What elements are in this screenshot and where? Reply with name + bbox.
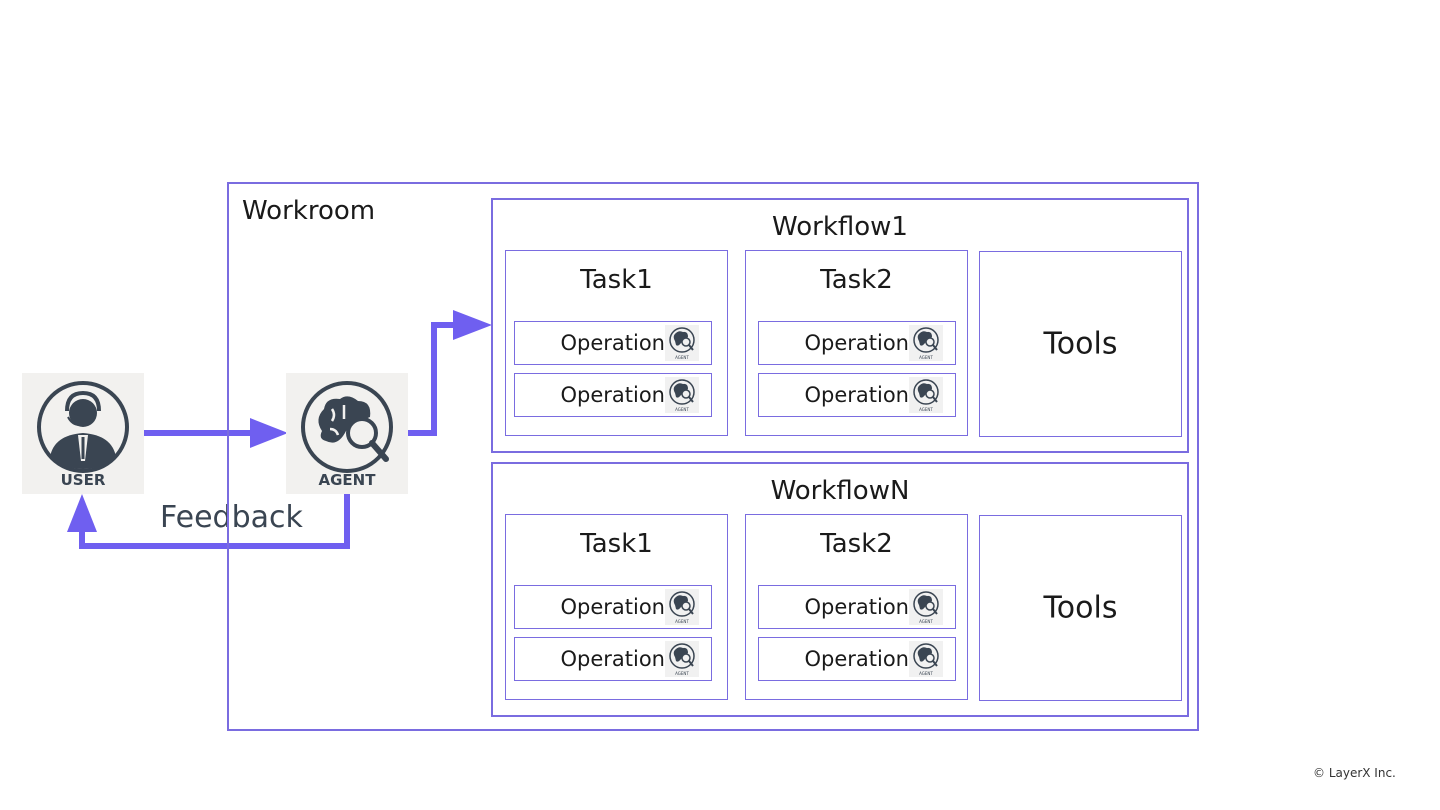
- tools-label: Tools: [1043, 326, 1118, 362]
- svg-text:AGENT: AGENT: [675, 407, 689, 412]
- user-to-agent-arrowhead: [250, 418, 288, 448]
- operation-item: Operation AGENT: [758, 373, 956, 417]
- agent-to-workflow-arrow-line: [408, 322, 456, 436]
- operation-label: Operation: [804, 383, 909, 407]
- operation-item: Operation AGENT: [758, 585, 956, 629]
- task-title: Task2: [820, 529, 893, 559]
- agent-mini-icon: AGENT: [909, 377, 943, 413]
- svg-text:AGENT: AGENT: [919, 671, 933, 676]
- agent-mini-icon: AGENT: [665, 589, 699, 625]
- user-node: USER: [22, 373, 144, 494]
- agent-mini-icon: AGENT: [909, 641, 943, 677]
- agent-mini-icon: AGENT: [909, 325, 943, 361]
- svg-text:AGENT: AGENT: [919, 355, 933, 360]
- agent-mini-icon: AGENT: [665, 377, 699, 413]
- agent-label: AGENT: [318, 471, 376, 489]
- svg-text:AGENT: AGENT: [919, 407, 933, 412]
- tools-label: Tools: [1043, 590, 1118, 626]
- operation-label: Operation: [560, 331, 665, 355]
- svg-text:AGENT: AGENT: [675, 355, 689, 360]
- feedback-arrowhead: [67, 494, 97, 532]
- copyright-notice: © LayerX Inc.: [1313, 766, 1396, 780]
- operation-label: Operation: [560, 383, 665, 407]
- operation-label: Operation: [804, 331, 909, 355]
- agent-node: AGENT: [286, 373, 408, 494]
- tools-container: Tools: [979, 251, 1182, 437]
- user-icon: [37, 381, 129, 473]
- workroom-container: [227, 182, 1199, 731]
- operation-label: Operation: [804, 647, 909, 671]
- agent-mini-icon: AGENT: [909, 589, 943, 625]
- workflow-container: WorkflowN Task1 Operation AGENT Operatio…: [491, 462, 1189, 717]
- operation-item: Operation AGENT: [514, 321, 712, 365]
- tools-container: Tools: [979, 515, 1182, 701]
- agent-brain-search-icon: [301, 381, 393, 473]
- task-title: Task2: [820, 265, 893, 295]
- task-title: Task1: [580, 529, 653, 559]
- user-label: USER: [60, 471, 106, 489]
- task-container: Task1 Operation AGENT Operation AGENT: [505, 250, 728, 436]
- task-container: Task2 Operation AGENT Operation AGENT: [745, 514, 968, 700]
- feedback-label: Feedback: [160, 500, 303, 535]
- agent-mini-icon: AGENT: [665, 641, 699, 677]
- operation-item: Operation AGENT: [758, 321, 956, 365]
- feedback-arrow-line: [79, 494, 350, 549]
- workflow-title: WorkflowN: [770, 476, 910, 506]
- workflow-container: Workflow1 Task1 Operation AGENT Operatio…: [491, 198, 1189, 453]
- svg-text:AGENT: AGENT: [675, 671, 689, 676]
- operation-item: Operation AGENT: [514, 585, 712, 629]
- operation-item: Operation AGENT: [758, 637, 956, 681]
- task-title: Task1: [580, 265, 653, 295]
- operation-label: Operation: [804, 595, 909, 619]
- agent-to-workflow-arrowhead: [453, 310, 492, 340]
- svg-text:AGENT: AGENT: [675, 619, 689, 624]
- workflow-title: Workflow1: [772, 212, 908, 242]
- agent-mini-icon: AGENT: [665, 325, 699, 361]
- operation-label: Operation: [560, 595, 665, 619]
- operation-item: Operation AGENT: [514, 373, 712, 417]
- workroom-title: Workroom: [242, 196, 376, 226]
- operation-item: Operation AGENT: [514, 637, 712, 681]
- task-container: Task2 Operation AGENT Operation AGENT: [745, 250, 968, 436]
- task-container: Task1 Operation AGENT Operation AGENT: [505, 514, 728, 700]
- svg-text:AGENT: AGENT: [919, 619, 933, 624]
- operation-label: Operation: [560, 647, 665, 671]
